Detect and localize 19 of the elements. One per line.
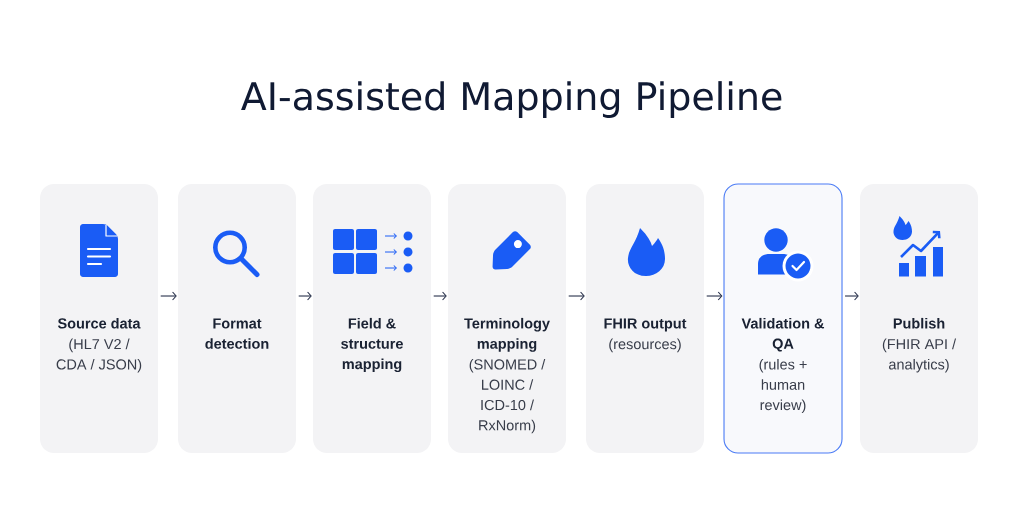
step-title: Source data — [57, 317, 141, 329]
arrow — [298, 291, 312, 301]
arrow — [706, 291, 723, 301]
diagram-title: AI-assisted Mapping Pipeline — [241, 81, 782, 118]
step-title: Field & structure mapping — [341, 317, 403, 373]
step-title: FHIR output — [604, 318, 687, 332]
step-description: (FHIR API / analytics) — [882, 338, 957, 373]
step-description: (resources) — [609, 338, 681, 353]
step-title: Publish — [893, 317, 945, 329]
step-description: (SNOMED / LOINC / ICD-10 / RxNorm) — [469, 358, 546, 434]
arrow — [568, 291, 585, 301]
arrow — [160, 291, 177, 301]
step-title: Terminology mapping — [464, 317, 550, 352]
step-description: (HL7 V2 / CDA / JSON) — [56, 338, 142, 373]
arrow — [844, 291, 859, 301]
step-description: (rules + human review) — [759, 358, 807, 414]
step-title: Format detection — [205, 318, 269, 349]
arrow — [433, 291, 447, 301]
step-title: Validation & QA — [741, 317, 825, 352]
